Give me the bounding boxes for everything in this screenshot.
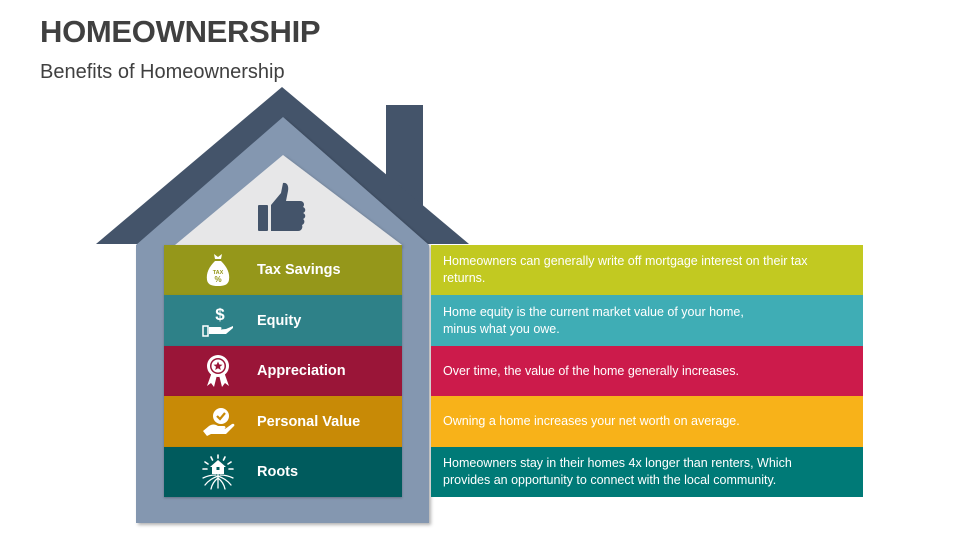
hand-check-icon xyxy=(200,404,236,440)
benefit-description-personal-value: Owning a home increases your net worth o… xyxy=(431,396,863,447)
benefit-description-roots: Homeowners stay in their homes 4x longer… xyxy=(431,447,863,497)
benefit-label: Roots xyxy=(257,464,299,480)
benefit-description-equity: Home equity is the current market value … xyxy=(431,295,863,346)
attic xyxy=(175,155,402,245)
benefit-label: Appreciation xyxy=(257,363,346,379)
benefit-description: Homeowners can generally write off mortg… xyxy=(443,254,808,285)
benefit-description: Homeowners stay in their homes 4x longer… xyxy=(443,456,792,487)
benefit-description-tax-savings: Homeowners can generally write off mortg… xyxy=(431,245,863,295)
benefit-description: Over time, the value of the home general… xyxy=(443,363,739,378)
svg-text:$: $ xyxy=(215,305,225,324)
house-roots-icon xyxy=(200,454,236,490)
award-ribbon-icon xyxy=(200,353,236,389)
benefit-row-appreciation: Appreciation xyxy=(164,346,402,396)
hand-dollar-icon: $ xyxy=(200,303,236,339)
benefit-label: Personal Value xyxy=(257,413,361,430)
benefit-row-tax-savings: TAX % Tax Savings xyxy=(164,245,402,295)
benefit-description: Owning a home increases your net worth o… xyxy=(443,414,740,428)
benefit-label: Tax Savings xyxy=(257,262,341,278)
benefit-description: Home equity is the current market value … xyxy=(443,304,744,336)
page-title: HOMEOWNERSHIP xyxy=(40,14,321,49)
money-bag-tax-icon: TAX % xyxy=(200,252,236,288)
svg-text:TAX: TAX xyxy=(213,270,224,276)
svg-text:%: % xyxy=(214,275,221,284)
benefit-description-appreciation: Over time, the value of the home general… xyxy=(431,346,863,396)
benefit-row-roots: Roots xyxy=(164,447,402,497)
thumbs-up-icon xyxy=(258,182,306,231)
benefit-row-equity: $ Equity xyxy=(164,295,402,346)
benefit-label: Equity xyxy=(257,312,302,329)
benefit-row-personal-value: Personal Value xyxy=(164,396,402,447)
page-subtitle: Benefits of Homeownership xyxy=(40,61,285,83)
